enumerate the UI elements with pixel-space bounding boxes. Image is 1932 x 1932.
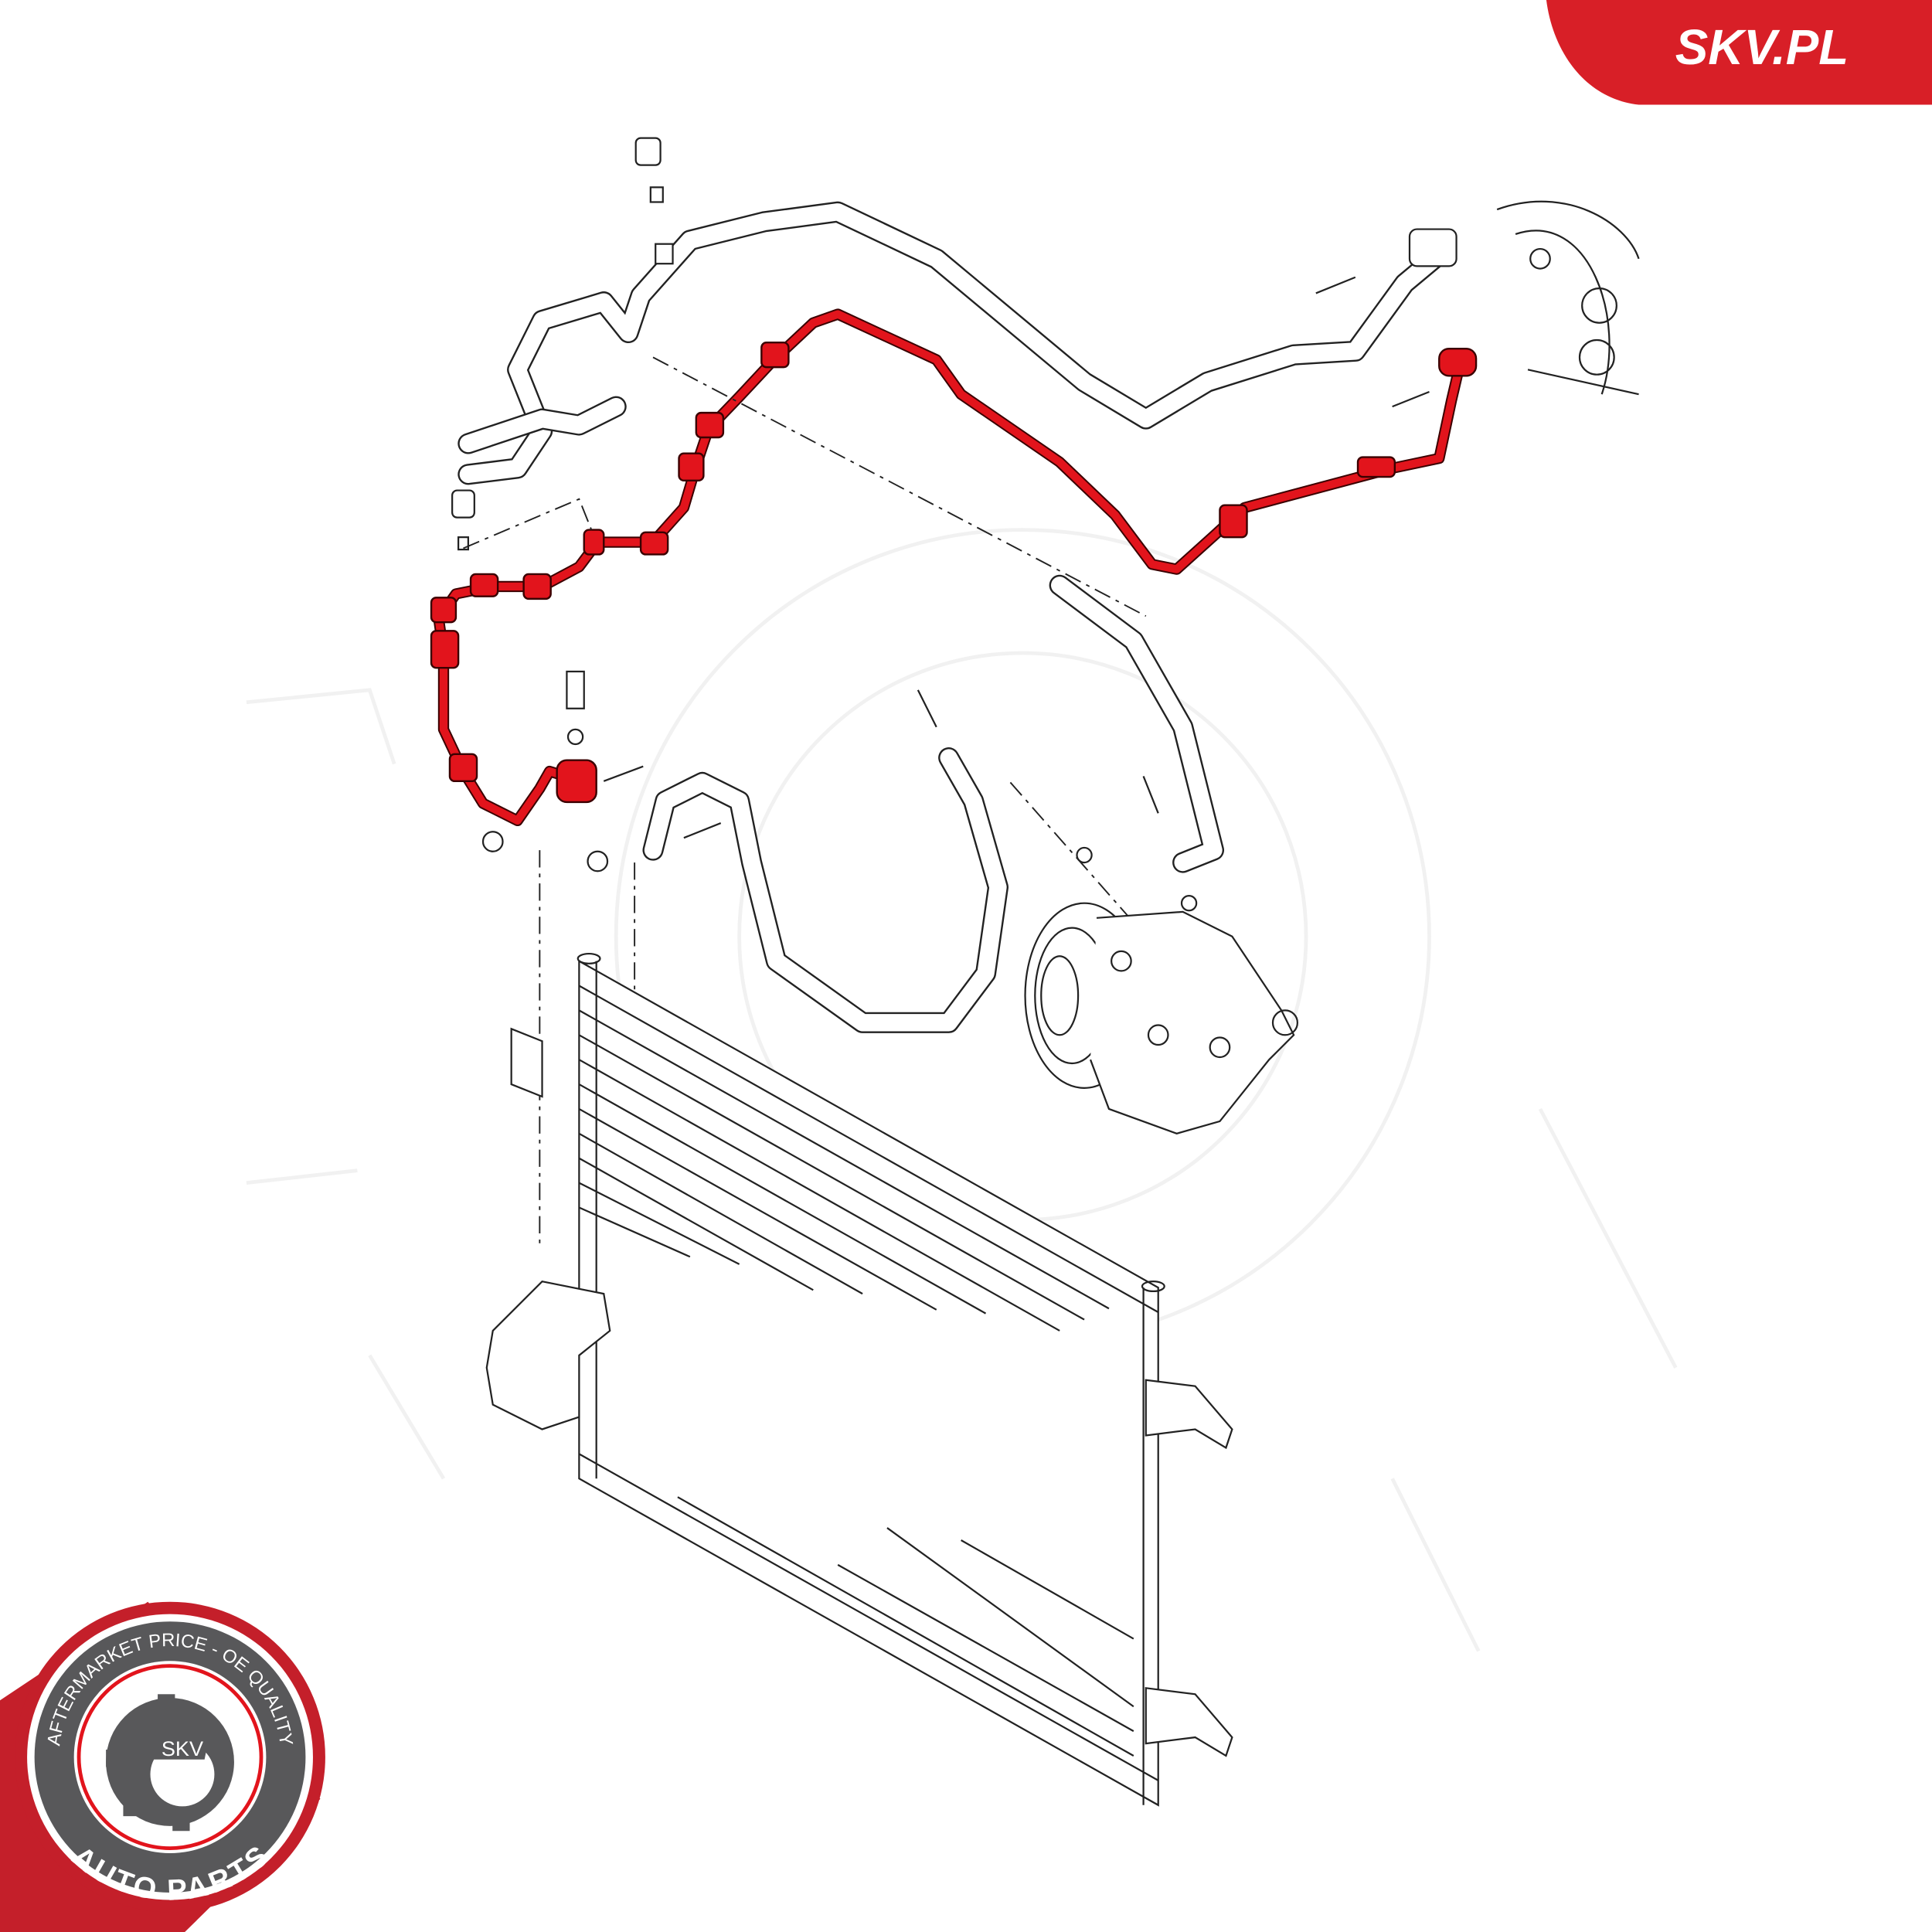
ac-compressor [1024,902,1299,1135]
fittings [451,137,1640,912]
quality-badge: AFTERMARKET PRICE - OE QUALITY AUTO PART… [0,1601,325,1932]
ac-condenser [485,952,1233,1807]
gear-icon [106,1694,234,1832]
brand-logo-text: SKV.PL [1675,19,1849,75]
discharge-hose [642,574,1225,1033]
brand-logo: SKV.PL [1546,0,1932,105]
highlighted-hose-part [430,308,1478,827]
suction-hose [457,201,1452,485]
badge-center-text: SKV [162,1736,203,1760]
